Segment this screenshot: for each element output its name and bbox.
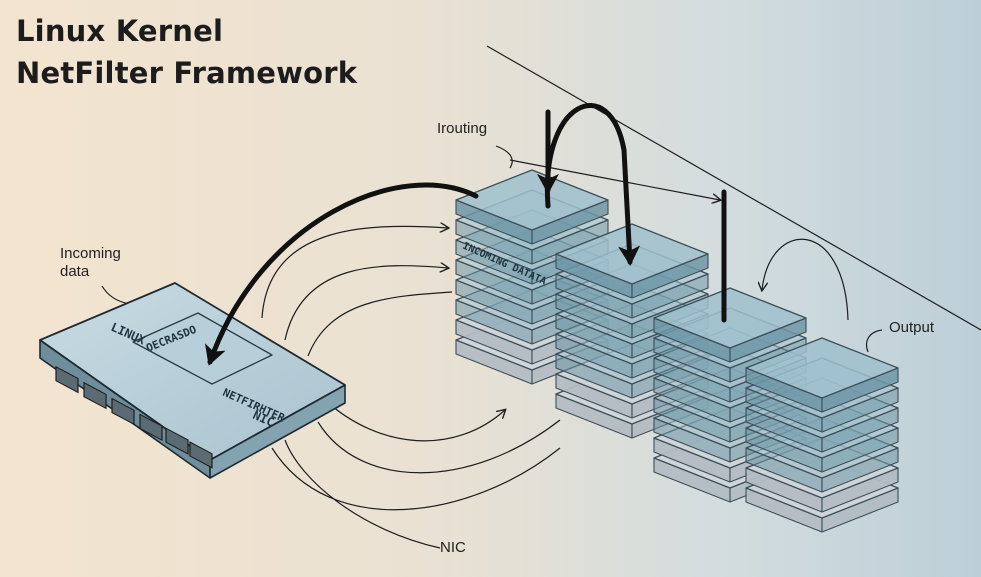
nic-leader	[284, 439, 441, 549]
stack-4	[745, 337, 899, 533]
label-nic: NIC	[440, 539, 466, 556]
bold-arrows	[204, 103, 727, 366]
flow-line-2	[284, 266, 448, 341]
flow-line-6	[271, 447, 561, 511]
title-line-2: NetFilter Framework	[16, 56, 358, 90]
background-line	[486, 45, 981, 331]
flow-lines	[261, 159, 849, 511]
nic-card: LINUX OECRASDO NETFIRHTER NIC	[39, 282, 346, 479]
port	[165, 427, 189, 455]
flow-line-1	[261, 226, 448, 319]
label-routing: Irouting	[437, 120, 487, 137]
port	[55, 365, 79, 394]
flow-line-5	[317, 419, 561, 474]
diagram-title: Linux Kernel NetFilter Framework	[16, 10, 357, 94]
incoming-leader	[101, 285, 131, 305]
port	[189, 441, 213, 469]
flow-line-4	[324, 399, 505, 442]
flow-line-3	[307, 291, 453, 357]
slab-top	[653, 287, 807, 349]
label-incoming-1: Incoming	[60, 245, 121, 262]
output-leader	[865, 329, 883, 353]
output-loop	[762, 238, 849, 321]
port	[111, 397, 135, 426]
slab-top	[455, 169, 609, 231]
diagonal-arrow	[509, 159, 720, 200]
port	[139, 413, 163, 442]
title-line-1: Linux Kernel	[16, 14, 224, 48]
slab-top	[745, 337, 899, 399]
nic-chip-outline	[132, 312, 273, 385]
nic-ports	[55, 365, 213, 469]
incoming-bold-arrow	[204, 182, 479, 366]
routing-leader	[495, 145, 513, 169]
label-output: Output	[889, 319, 935, 336]
label-incoming-2: data	[60, 263, 90, 280]
port	[83, 381, 107, 410]
filter-stacks: INCOMING DATATA	[455, 169, 899, 533]
